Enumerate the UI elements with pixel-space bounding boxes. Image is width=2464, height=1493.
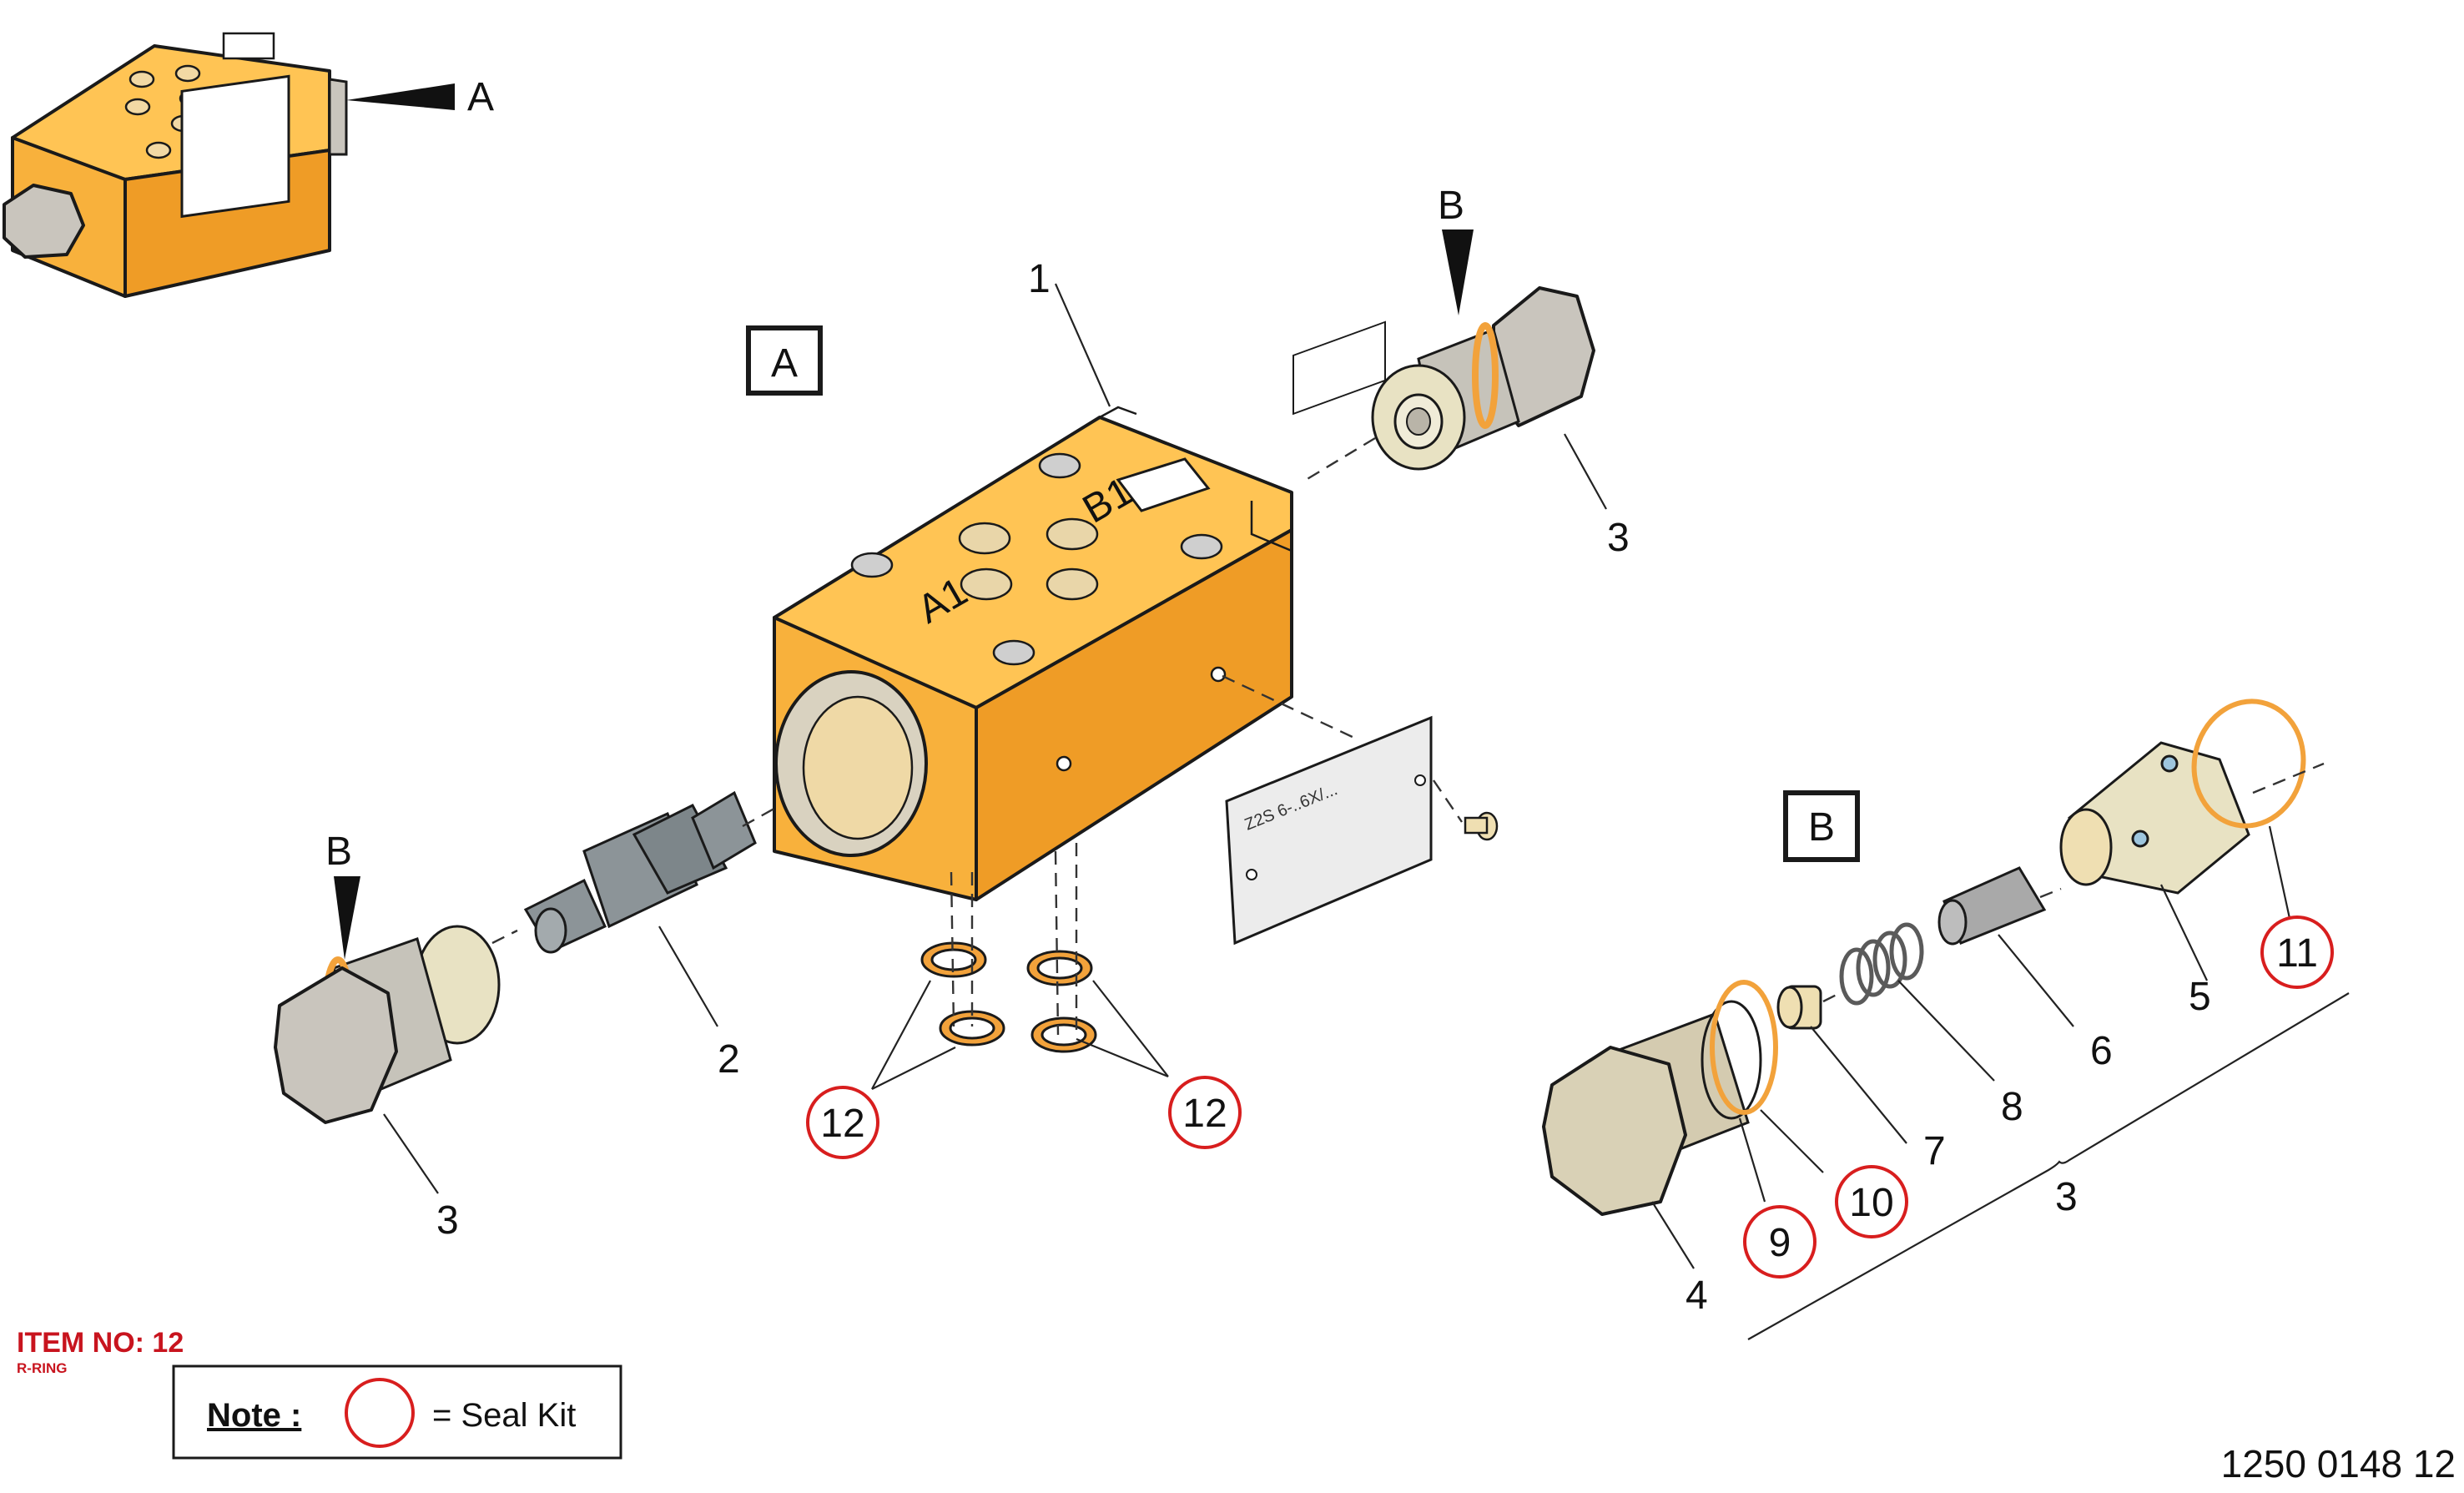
callout-7: 7 bbox=[1923, 1129, 1946, 1173]
detail-poppet-item-6 bbox=[1937, 866, 2047, 946]
housing-side-face bbox=[975, 528, 1293, 901]
note-label: Note : bbox=[207, 1397, 301, 1434]
housing-indicator-window bbox=[1116, 457, 1211, 512]
plug-assembly-left bbox=[274, 925, 501, 1124]
seal-callout-11: 11 bbox=[2276, 931, 2318, 976]
detail-seal-item-10 bbox=[1710, 980, 1778, 1115]
overview-plug bbox=[3, 184, 85, 259]
detail-pin-item-7 bbox=[1776, 985, 1822, 1030]
housing-top-ports bbox=[850, 452, 1223, 666]
overview-name-plate bbox=[180, 74, 290, 219]
note-box: Note : = Seal Kit bbox=[172, 1364, 622, 1460]
sleeve-part bbox=[523, 790, 757, 954]
note-text: = Seal Kit bbox=[432, 1397, 576, 1434]
detail-seal-item-9 bbox=[1701, 1000, 1762, 1120]
seal-callout-9: 9 bbox=[1769, 1221, 1791, 1265]
drawing-number: 1250 0148 12 bbox=[2221, 1442, 2456, 1485]
callouts: 1 3 2 3 4 7 8 6 5 3 bbox=[436, 257, 2211, 1318]
detail-box-a bbox=[746, 325, 823, 396]
view-arrow-a bbox=[346, 83, 455, 110]
detail-box-b bbox=[1783, 790, 1860, 862]
view-arrow-b-left bbox=[334, 876, 360, 960]
callout-3-left: 3 bbox=[436, 1198, 459, 1243]
r-rings bbox=[920, 941, 1097, 1053]
overview-valve bbox=[3, 32, 348, 298]
detail-label-b: B bbox=[1808, 805, 1835, 850]
seal-callout-10: 10 bbox=[1849, 1181, 1893, 1225]
item-title: ITEM NO: 12 bbox=[17, 1327, 184, 1359]
name-plate: Z2S 6-..6X/... bbox=[1225, 320, 1433, 946]
valve-housing: A1 B1 bbox=[773, 406, 1293, 901]
view-label-b-left: B bbox=[325, 830, 352, 874]
seal-kit-callouts: 12 12 9 10 11 bbox=[806, 915, 2334, 1279]
plug-assembly-right bbox=[1371, 286, 1595, 471]
callout-8: 8 bbox=[2001, 1085, 2023, 1129]
callout-6: 6 bbox=[2090, 1029, 2113, 1073]
detail-seal-item-11 bbox=[2191, 699, 2306, 829]
plate-screw bbox=[1464, 811, 1499, 841]
detail-plug-item-4 bbox=[1542, 1012, 1750, 1216]
callout-1: 1 bbox=[1028, 257, 1051, 301]
seal-callout-12-left: 12 bbox=[820, 1102, 864, 1146]
seal-callout-12-right: 12 bbox=[1182, 1092, 1227, 1136]
callout-3-right: 3 bbox=[1607, 516, 1630, 560]
callout-5: 5 bbox=[2189, 975, 2211, 1019]
leader-lines bbox=[383, 283, 2350, 1340]
callout-2: 2 bbox=[718, 1037, 740, 1082]
callout-4: 4 bbox=[1685, 1274, 1708, 1318]
note-seal-symbol bbox=[345, 1378, 415, 1448]
callout-3-group: 3 bbox=[2055, 1175, 2078, 1219]
detail-label-a: A bbox=[771, 341, 798, 386]
view-label-a: A bbox=[467, 75, 494, 119]
view-arrow-b-right bbox=[1442, 229, 1474, 315]
detail-seat-item-5 bbox=[2059, 741, 2250, 895]
item-subtitle: R-RING bbox=[17, 1360, 67, 1376]
detail-spring-item-8 bbox=[1839, 922, 1924, 1006]
view-label-b-right: B bbox=[1438, 184, 1464, 228]
